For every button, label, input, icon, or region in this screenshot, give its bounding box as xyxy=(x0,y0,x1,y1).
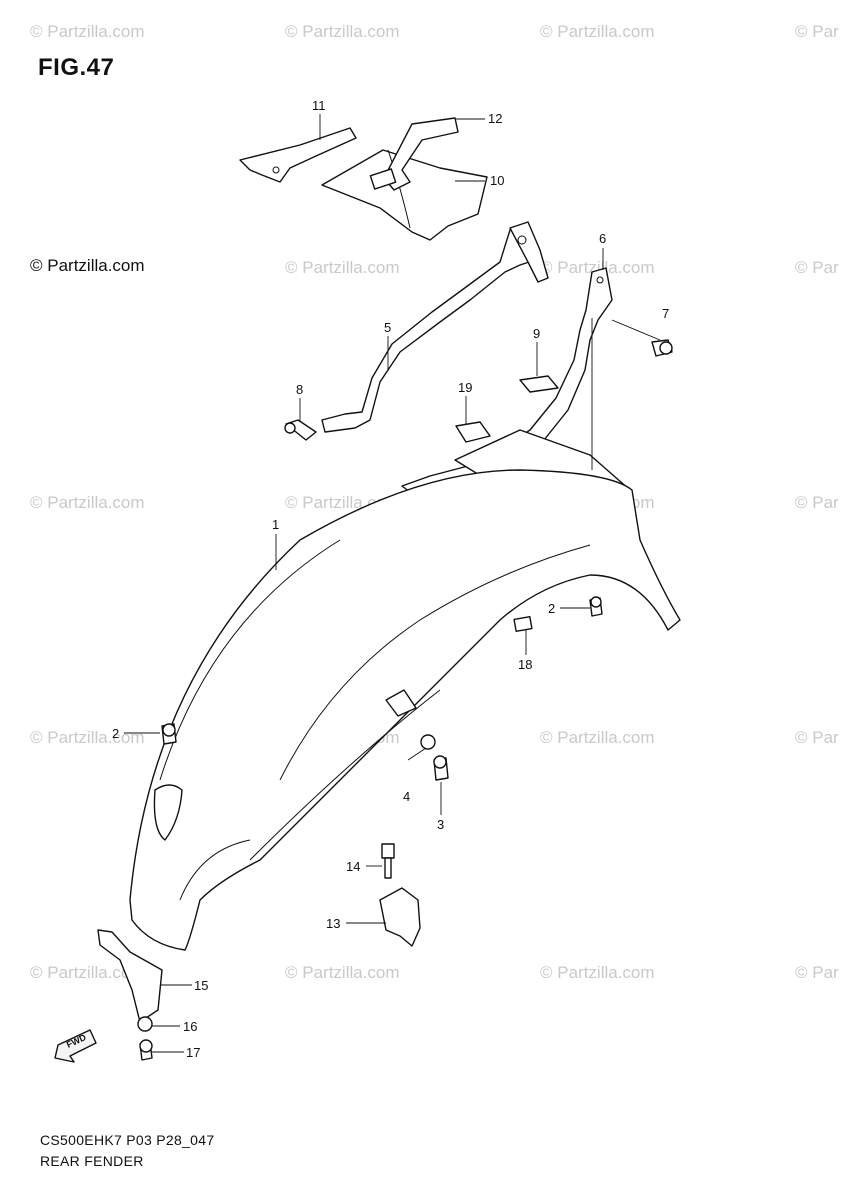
callout-4: 4 xyxy=(403,789,411,804)
callout-2: 2 xyxy=(548,601,556,616)
callout-16: 16 xyxy=(183,1019,198,1034)
part-5-rail xyxy=(321,221,549,433)
callout-14: 14 xyxy=(346,859,361,874)
callout-17: 17 xyxy=(186,1045,201,1060)
watermark: © Partzilla.com xyxy=(30,728,145,747)
part-14-bolt xyxy=(381,843,395,879)
callout-18: 18 xyxy=(518,657,533,672)
callout-1: 1 xyxy=(272,517,280,532)
callout-2: 2 xyxy=(112,726,120,741)
watermark: © Par xyxy=(795,493,839,512)
callout-5: 5 xyxy=(384,320,392,335)
callout-10: 10 xyxy=(490,173,505,188)
part-7-bolt xyxy=(651,339,673,357)
watermark: © Par xyxy=(795,728,839,747)
watermark: © Partzilla.com xyxy=(540,258,655,277)
callout-6: 6 xyxy=(599,231,607,246)
part-11-bracket xyxy=(239,127,357,183)
part-4-washer xyxy=(420,734,436,750)
callout-8: 8 xyxy=(296,382,304,397)
watermark: © Partzilla.com xyxy=(285,22,400,41)
diagram-code: CS500EHK7 P03 P28_047 xyxy=(40,1132,215,1148)
part-3-bolt xyxy=(433,755,449,781)
figure-title: FIG.47 xyxy=(38,54,115,81)
part-8-bolt xyxy=(284,419,317,441)
callout-13: 13 xyxy=(326,916,341,931)
watermark: © Partzilla.com xyxy=(30,22,145,41)
watermark: © Par xyxy=(795,258,839,277)
watermark: © Partzilla.com xyxy=(540,963,655,982)
part-12-strap xyxy=(369,117,459,191)
watermark: © Par xyxy=(795,22,839,41)
callout-15: 15 xyxy=(194,978,209,993)
part-1-rear-fender xyxy=(129,469,681,951)
part-2-bolt xyxy=(161,723,177,745)
callout-12: 12 xyxy=(488,111,503,126)
leader-lines xyxy=(124,114,661,1053)
copyright-notice: © Partzilla.com xyxy=(30,256,145,275)
watermark: © Partzilla.com xyxy=(285,258,400,277)
watermark: © Partzilla.com xyxy=(30,493,145,512)
part-17-bolt xyxy=(139,1039,153,1061)
callout-3: 3 xyxy=(437,817,445,832)
watermark: © Partzilla.com xyxy=(540,728,655,747)
watermark: © Partzilla.com xyxy=(30,963,145,982)
part-15-bracket xyxy=(97,929,163,1023)
part-19-clip xyxy=(455,421,491,443)
fwd-arrow-icon xyxy=(54,1029,97,1063)
callout-19: 19 xyxy=(458,380,473,395)
part-9-clip xyxy=(519,375,559,393)
callout-7: 7 xyxy=(662,306,670,321)
watermark: © Partzilla.com xyxy=(285,963,400,982)
watermark: © Partzilla.com xyxy=(540,22,655,41)
diagram-name: REAR FENDER xyxy=(40,1153,144,1169)
part-16-washer xyxy=(137,1016,153,1032)
watermark: © Par xyxy=(795,963,839,982)
part-13-bracket xyxy=(379,887,421,947)
part-2-bolt xyxy=(589,596,603,617)
callout-9: 9 xyxy=(533,326,541,341)
part-18-clip xyxy=(513,616,533,632)
callout-11: 11 xyxy=(312,98,326,113)
